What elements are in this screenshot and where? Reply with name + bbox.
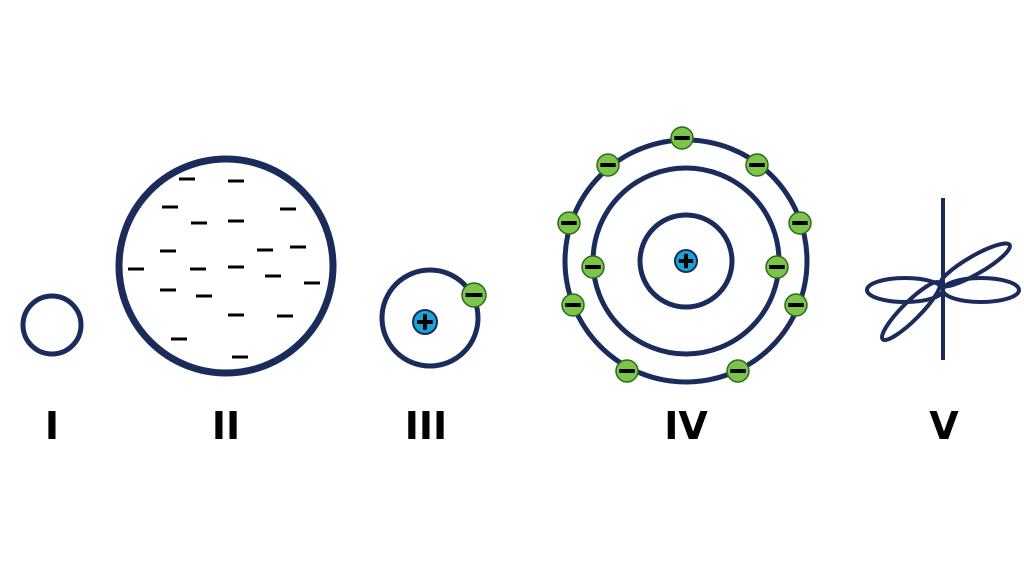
- label-model-iii: III: [404, 404, 448, 448]
- orbital-lobe: [941, 276, 1021, 304]
- model-ii-plum-pudding: [115, 155, 337, 377]
- electron-minus: [765, 255, 789, 279]
- model-i-solid-sphere: [20, 293, 84, 357]
- electron-minus: [726, 359, 750, 383]
- electron-minus: [561, 293, 585, 317]
- electron-minus: [461, 282, 487, 308]
- pudding-electrons: [128, 177, 320, 359]
- model-v-orbital: [865, 198, 1021, 360]
- model-iii-nuclear: [379, 267, 487, 369]
- label-model-ii: II: [211, 404, 241, 448]
- nucleus-plus: [412, 309, 438, 335]
- orbital-lobe: [938, 241, 1012, 289]
- label-model-i: I: [44, 404, 60, 448]
- electron-minus: [788, 211, 812, 235]
- nucleus-plus: [674, 249, 698, 273]
- electron-minus: [670, 126, 694, 150]
- electron-iii: [461, 282, 487, 308]
- electron-minus: [596, 153, 620, 177]
- orbital-lobe: [880, 280, 942, 342]
- electron-minus: [615, 359, 639, 383]
- model-iv-shell: [557, 126, 812, 385]
- nucleus-iii: [412, 309, 438, 335]
- electrons-iv: [557, 126, 812, 383]
- electron-minus: [557, 211, 581, 235]
- label-model-v: V: [929, 404, 959, 448]
- label-model-iv: IV: [664, 404, 708, 448]
- electron-minus: [784, 293, 808, 317]
- electron-minus: [581, 255, 605, 279]
- electron-minus: [745, 153, 769, 177]
- nucleus-iv: [674, 249, 698, 273]
